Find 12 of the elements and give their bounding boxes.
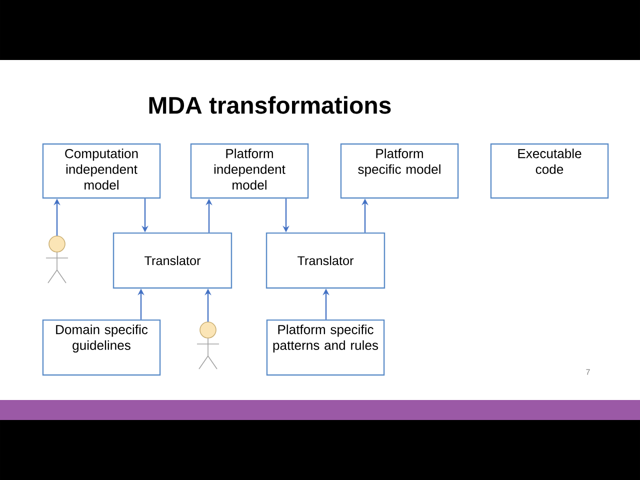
model-box: Computation independent model [42,143,161,199]
model-box: Platform specific model [340,143,459,199]
person-icon [196,322,220,370]
model-box: Platform specific patterns and rules [266,319,385,376]
translator-box: Translator [266,232,386,289]
person-icon [46,236,68,284]
slide-title: MDA transformations [149,96,391,114]
model-box: Executable code [490,143,609,199]
page-number: 7 [586,369,590,375]
model-box: Domain specific guidelines [42,319,161,376]
model-box: Platform independent model [190,143,309,199]
translator-box: Translator [112,232,232,289]
